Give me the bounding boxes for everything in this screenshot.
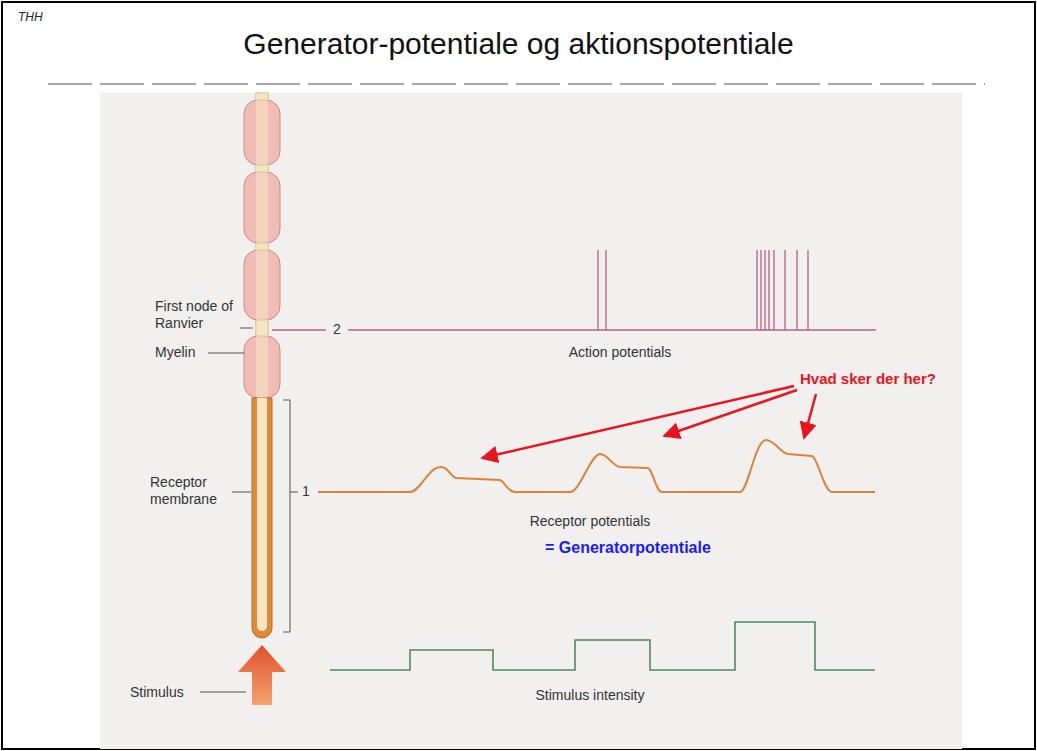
question-note: Hvad sker der her? [800, 370, 936, 388]
action-potential-trace [272, 250, 876, 330]
callout-number: 2 [333, 321, 341, 338]
slide-title: Generator-potentiale og aktionspotential… [0, 26, 1037, 62]
stimulus-intensity-trace [330, 622, 875, 670]
stimulus-arrow [238, 645, 286, 705]
part-name: Receptor membrane [150, 474, 230, 508]
trace-label: Stimulus intensity [536, 687, 645, 704]
question-arrows [482, 386, 816, 458]
author-mark: THH [18, 10, 43, 24]
part-name: Myelin [155, 344, 195, 361]
scan-ground [100, 93, 962, 749]
part-name: Stimulus [130, 684, 184, 701]
part-name: First node of Ranvier [155, 298, 237, 332]
callout-number: 1 [302, 483, 310, 500]
trace-label: Action potentials [569, 344, 672, 361]
receptor-potential-trace [318, 440, 875, 492]
note: = Generatorpotentiale [545, 538, 711, 557]
bracket [283, 400, 298, 632]
axon-illustration [244, 93, 280, 638]
leader-lines [200, 328, 253, 692]
trace-label: Receptor potentials [530, 513, 651, 530]
title-rule [48, 83, 985, 85]
